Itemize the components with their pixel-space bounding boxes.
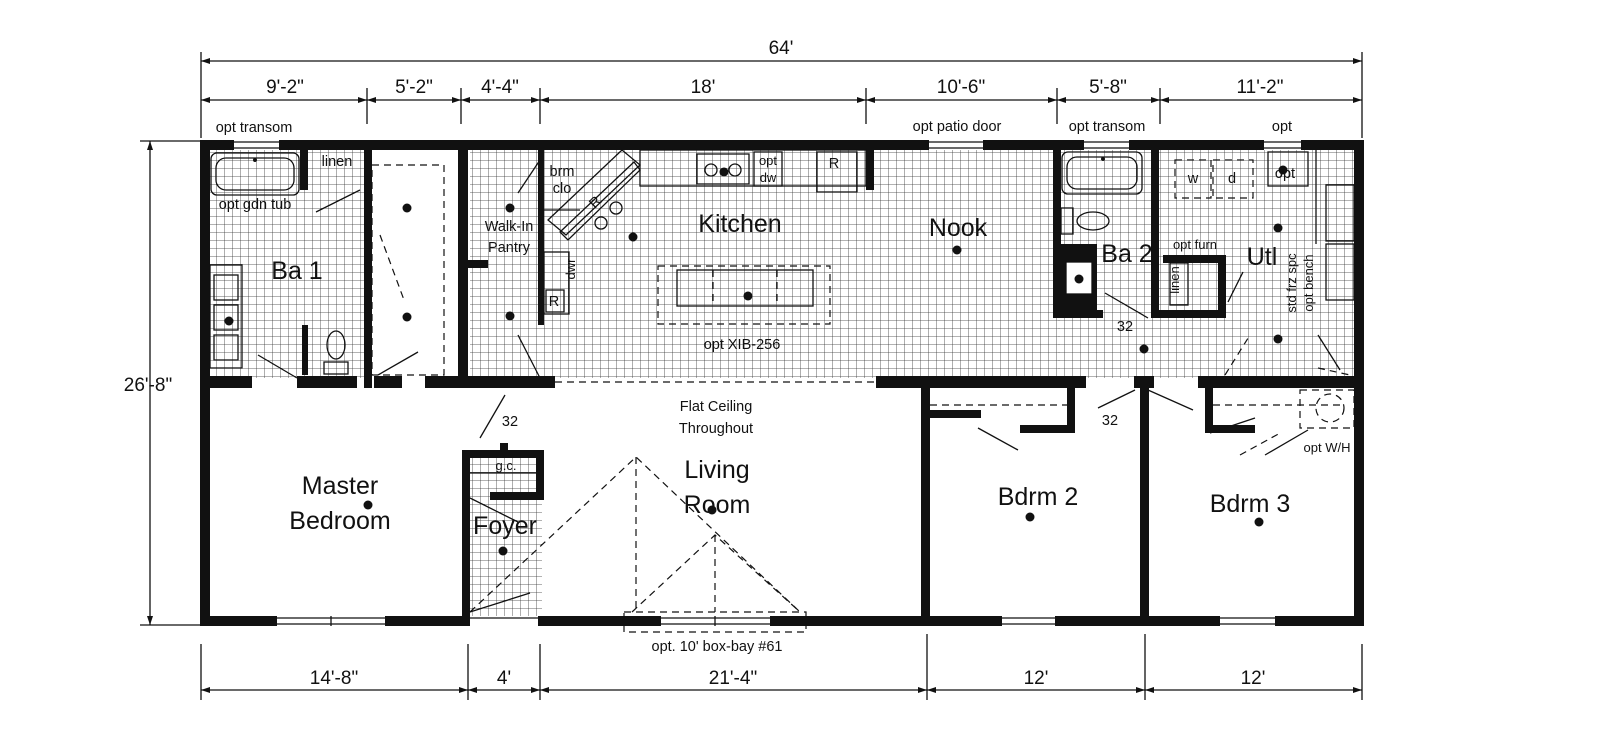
- center-markers: [224, 165, 1288, 556]
- note-opt-wh: opt W/H: [1304, 440, 1351, 455]
- bottom-dimension: 4': [497, 668, 511, 689]
- note-dwr: dwr: [563, 258, 578, 280]
- note-opt-transom: opt transom: [1069, 119, 1146, 135]
- note-gc: g.c.: [496, 458, 517, 473]
- note-pantry-refrigerator: R: [549, 294, 559, 310]
- top-dimension: 9'-2": [266, 77, 304, 98]
- room-label-master: Master: [302, 472, 378, 500]
- note-washer: w: [1187, 171, 1199, 187]
- top-dimension: 11'-2": [1237, 77, 1284, 98]
- room-label-bdrm3: Bdrm 3: [1210, 490, 1291, 518]
- note-refrigerator: R: [829, 156, 839, 172]
- note-std-frz-spc: std frz spc: [1284, 253, 1299, 313]
- room-label-utl: Utl: [1247, 243, 1278, 271]
- note-brm-clo: brm: [550, 164, 575, 180]
- bottom-dimension: 12': [1241, 668, 1266, 689]
- overall-depth-dimension: 26'-8": [124, 375, 172, 396]
- room-label-pantry: Walk-In: [485, 219, 534, 235]
- note-linen: linen: [322, 154, 353, 170]
- interior-walls: [200, 140, 1364, 620]
- note-opt-gdn-tub: opt gdn tub: [219, 197, 292, 213]
- note-opt-sink: opt: [1275, 166, 1295, 182]
- top-dimension: 5'-8": [1089, 77, 1127, 98]
- room-label-living: Living: [684, 456, 749, 484]
- door-swings: [257, 159, 1351, 613]
- room-label-ba2: Ba 2: [1101, 240, 1152, 268]
- dimension-lines: [140, 52, 1363, 700]
- windows: [234, 141, 1301, 626]
- note-flat-ceiling: Throughout: [679, 421, 753, 437]
- bottom-dimension: 21'-4": [709, 668, 757, 689]
- note-door-width: 32: [1102, 413, 1118, 429]
- note-linen-utl: linen: [1167, 266, 1182, 293]
- note-opt-dw: dw: [760, 170, 777, 185]
- room-label-living: Room: [684, 491, 751, 519]
- room-label-bdrm2: Bdrm 2: [998, 483, 1079, 511]
- note-door-width: 32: [1117, 319, 1133, 335]
- note-opt-patio-door: opt patio door: [913, 119, 1002, 135]
- note-box-bay: opt. 10' box-bay #61: [652, 639, 783, 655]
- note-brm-clo: clo: [553, 181, 572, 197]
- note-opt-furn: opt furn: [1173, 237, 1217, 252]
- top-dimension: 5'-2": [395, 77, 433, 98]
- room-label-foyer: Foyer: [473, 512, 537, 540]
- room-label-pantry: Pantry: [488, 240, 531, 256]
- overall-width-dimension: 64': [769, 38, 794, 59]
- note-opt-xib: opt XIB-256: [704, 337, 781, 353]
- note-door-width: 32: [502, 414, 518, 430]
- note-dryer: d: [1228, 171, 1236, 187]
- bottom-dimension: 14'-8": [310, 668, 358, 689]
- note-opt-bench: opt bench: [1301, 254, 1316, 311]
- bottom-dimension: 12': [1024, 668, 1049, 689]
- note-flat-ceiling: Flat Ceiling: [680, 399, 753, 415]
- top-dimension: 10'-6": [937, 77, 985, 98]
- room-label-nook: Nook: [929, 214, 988, 242]
- tile-floors: [209, 150, 1358, 616]
- note-opt-dw: opt: [759, 153, 777, 168]
- room-label-ba1: Ba 1: [271, 257, 322, 285]
- top-dimension: 4'-4": [481, 77, 519, 98]
- room-label-kitchen: Kitchen: [698, 210, 781, 238]
- note-opt-transom: opt transom: [216, 120, 293, 136]
- note-opt: opt: [1272, 119, 1292, 135]
- room-label-master: Bedroom: [289, 507, 390, 535]
- top-dimension: 18': [691, 77, 716, 98]
